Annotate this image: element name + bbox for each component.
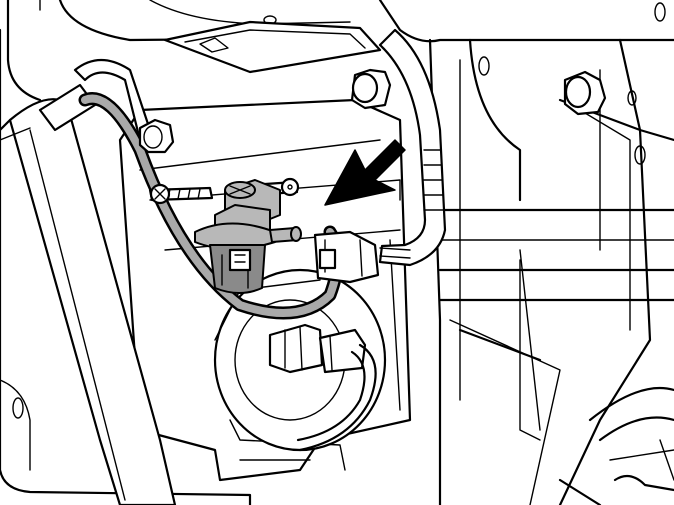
purge-solenoid-valve: [194, 179, 302, 294]
location-arrow: [324, 139, 406, 206]
bolt-top-right: [563, 70, 607, 116]
bolt-top-center: [350, 68, 392, 110]
electrical-connector-upper: [313, 230, 380, 284]
top-bracket: [163, 20, 382, 74]
lower-wire: [296, 343, 377, 452]
coolant-tube: [0, 83, 177, 505]
vacuum-hose: [78, 92, 344, 320]
bolt-left: [138, 118, 175, 154]
mounting-bolts: [138, 68, 607, 154]
electrical-connector-lower: [268, 323, 367, 374]
wiring-harness: [378, 28, 447, 267]
